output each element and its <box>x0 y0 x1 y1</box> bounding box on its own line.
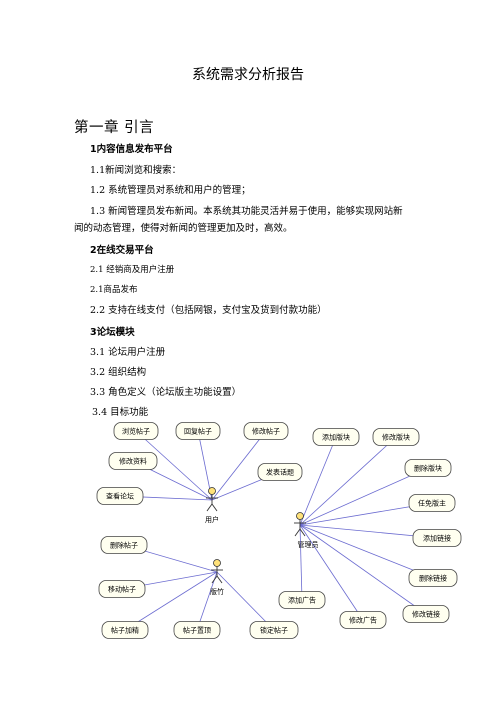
use-case-label: 添加链接 <box>423 534 451 543</box>
section-heading-2: 2在线交易平台 <box>90 245 154 256</box>
list-item: 1.1新闻浏览和搜索： <box>90 165 182 176</box>
use-case-label: 添加版块 <box>322 433 350 442</box>
paragraph: 1.3 新闻管理员发布新闻。本系统其功能灵活并易于使用，能够实现网站新 闻的动态… <box>74 203 434 237</box>
use-case-box <box>249 621 299 639</box>
list-item: 2.1 经销商及用户注册 <box>90 265 175 275</box>
association-line <box>299 524 427 615</box>
actor-head-icon <box>296 512 304 520</box>
use-case-box <box>108 452 158 470</box>
use-case-label: 帖子加精 <box>111 626 139 635</box>
use-case-label: 添加广告 <box>288 596 316 605</box>
use-case-box <box>404 459 452 477</box>
actor-leg <box>294 528 301 537</box>
use-case-label: 修改资料 <box>119 457 147 466</box>
chapter-heading: 第一章 引言 <box>74 120 155 136</box>
use-case-box <box>408 494 456 512</box>
actor-leg <box>211 575 218 584</box>
list-item: 2.2 支持在线支付（包括网银，支付宝及货到付款功能） <box>90 305 327 316</box>
association-line <box>299 436 337 526</box>
use-case-box <box>257 463 303 481</box>
association-line <box>216 571 275 631</box>
association-line <box>135 430 213 501</box>
use-case-label: 浏览帖子 <box>122 427 150 436</box>
use-case-box <box>312 428 360 446</box>
use-case-label: 回复帖子 <box>184 427 212 436</box>
use-case-label: 修改链接 <box>412 610 440 619</box>
use-case-label: 任免版主 <box>418 499 446 508</box>
list-item: 1.2 系统管理员对系统和用户的管理； <box>90 185 251 196</box>
list-item: 3.1 论坛用户注册 <box>90 347 166 358</box>
use-case-box <box>98 580 146 598</box>
paragraph-line: 1.3 新闻管理员发布新闻。本系统其功能灵活并易于使用，能够实现网站新 <box>90 206 403 217</box>
use-case-label: 修改广告 <box>349 616 377 625</box>
actor-leg <box>206 503 213 512</box>
association-line <box>299 524 434 579</box>
use-case-label: 锁定帖子 <box>260 626 288 635</box>
association-line <box>124 571 218 631</box>
paragraph-line: 闻的动态管理，使得对新闻的管理更加及时，高效。 <box>74 223 293 234</box>
use-case-box <box>402 605 450 623</box>
use-case-box <box>101 621 149 639</box>
use-case-box <box>412 529 462 547</box>
use-case-label: 删除帖子 <box>110 541 138 550</box>
use-case-label: 帖子置顶 <box>183 626 211 635</box>
use-case-label: 查看论坛 <box>106 492 134 501</box>
actor-head-icon <box>208 487 216 495</box>
section-heading-3: 3论坛模块 <box>90 327 135 338</box>
actor-label-admin: 管理员 <box>298 540 319 549</box>
use-case-box <box>408 569 458 587</box>
section-heading-1: 1内容信息发布平台 <box>90 144 173 155</box>
list-item: 3.4 目标功能 <box>92 407 149 418</box>
use-case-box <box>243 422 289 440</box>
association-line <box>299 436 397 526</box>
use-case-box <box>96 487 144 505</box>
use-case-label: 修改版块 <box>382 433 410 442</box>
use-case-label: 删除版块 <box>414 464 442 473</box>
actor-label-user: 用户 <box>205 515 219 524</box>
actor-label-moderator: 版竹 <box>210 587 224 596</box>
list-item: 3.2 组织结构 <box>90 367 147 378</box>
use-case-label: 删除链接 <box>419 574 447 583</box>
association-line <box>299 524 303 601</box>
use-case-box <box>113 422 159 440</box>
association-line <box>196 571 218 631</box>
use-case-box <box>278 591 326 609</box>
actor-leg <box>216 575 223 584</box>
use-case-label: 移动帖子 <box>108 585 136 594</box>
use-case-label: 发表话题 <box>266 468 294 477</box>
list-item: 2.1商品发布 <box>90 285 138 295</box>
association-line <box>299 524 364 621</box>
actor-head-icon <box>213 559 221 567</box>
use-case-box <box>372 428 420 446</box>
association-line <box>211 430 267 501</box>
association-line <box>299 467 429 526</box>
use-case-box <box>339 611 387 629</box>
list-item: 3.3 角色定义（论坛版主功能设置） <box>90 387 242 398</box>
use-case-label: 修改帖子 <box>252 427 280 436</box>
use-case-box <box>100 536 148 554</box>
actor-leg <box>299 528 306 537</box>
actor-leg <box>211 503 218 512</box>
page-title: 系统需求分析报告 <box>192 67 304 83</box>
use-case-box <box>175 422 221 440</box>
use-case-box <box>173 621 221 639</box>
